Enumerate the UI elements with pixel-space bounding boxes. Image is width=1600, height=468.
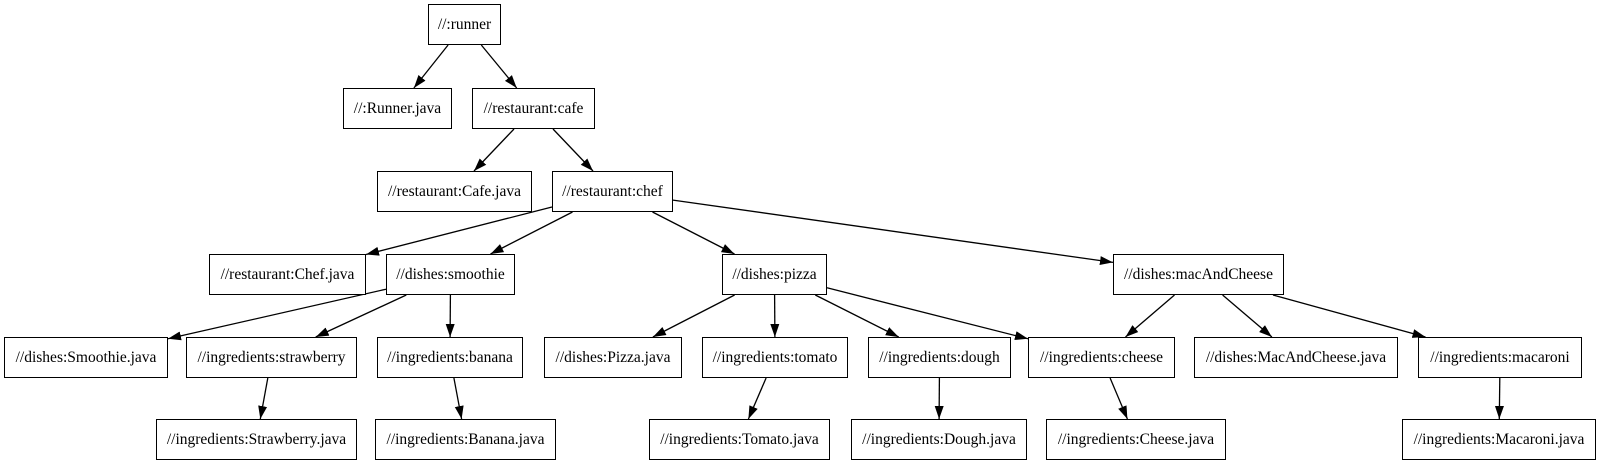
graph-node-strawberry: //ingredients:strawberry <box>186 337 357 378</box>
graph-node-dough_java: //ingredients:Dough.java <box>851 419 1027 460</box>
graph-node-cheese: //ingredients:cheese <box>1028 337 1175 378</box>
graph-node-tomato: //ingredients:tomato <box>702 337 848 378</box>
graph-node-banana_java: //ingredients:Banana.java <box>375 419 556 460</box>
graph-node-strawberry_java: //ingredients:Strawberry.java <box>156 419 357 460</box>
graph-edge-cafe-to-chef <box>552 128 594 172</box>
graph-edge-strawberry-to-strawberry_java <box>258 377 269 420</box>
graph-edge-chef-to-chef_java <box>365 206 553 256</box>
graph-node-cafe_java: //restaurant:Cafe.java <box>377 171 532 212</box>
graph-node-macaroni: //ingredients:macaroni <box>1418 337 1582 378</box>
graph-edge-tomato-to-tomato_java <box>747 377 767 420</box>
graph-edge-cafe-to-cafe_java <box>473 128 515 172</box>
graph-node-smoothie: //dishes:smoothie <box>386 254 515 295</box>
graph-node-pizza_java: //dishes:Pizza.java <box>544 337 682 378</box>
graph-edge-pizza-to-cheese <box>826 287 1029 340</box>
graph-node-pizza: //dishes:pizza <box>722 254 827 295</box>
graph-edge-macandcheese-to-macaroni <box>1272 294 1426 338</box>
graph-node-cafe: //restaurant:cafe <box>472 88 595 129</box>
graph-edge-runner-to-cafe <box>480 44 518 89</box>
graph-edge-macandcheese-to-cheese <box>1125 294 1175 338</box>
graph-node-runner_java: //:Runner.java <box>343 88 452 129</box>
graph-edge-chef-to-smoothie <box>490 211 573 255</box>
graph-edge-smoothie-to-strawberry <box>315 294 407 338</box>
graph-node-macandcheese_java: //dishes:MacAndCheese.java <box>1194 337 1398 378</box>
graph-node-runner: //:runner <box>428 4 501 45</box>
graph-edge-banana-to-banana_java <box>453 377 464 420</box>
graph-node-tomato_java: //ingredients:Tomato.java <box>649 419 830 460</box>
graph-node-chef: //restaurant:chef <box>552 171 673 212</box>
graph-edge-chef-to-macandcheese <box>672 199 1114 266</box>
graph-edge-pizza-to-dough <box>815 294 899 338</box>
graph-node-banana: //ingredients:banana <box>377 337 523 378</box>
graph-node-macaroni_java: //ingredients:Macaroni.java <box>1402 419 1596 460</box>
graph-edge-macandcheese-to-macandcheese_java <box>1222 294 1273 338</box>
graph-edge-pizza-to-pizza_java <box>652 294 735 338</box>
graph-node-chef_java: //restaurant:Chef.java <box>209 254 366 295</box>
graph-node-dough: //ingredients:dough <box>868 337 1011 378</box>
graph-node-cheese_java: //ingredients:Cheese.java <box>1046 419 1226 460</box>
graph-edge-smoothie-to-smoothie_java <box>167 288 387 341</box>
graph-edge-cheese-to-cheese_java <box>1109 377 1128 420</box>
graph-edge-macaroni-to-macaroni_java <box>1494 377 1504 420</box>
graph-edge-runner-to-runner_java <box>413 44 449 89</box>
graph-node-macandcheese: //dishes:macAndCheese <box>1113 254 1284 295</box>
graph-node-smoothie_java: //dishes:Smoothie.java <box>4 337 168 378</box>
graph-edge-chef-to-pizza <box>652 211 735 255</box>
